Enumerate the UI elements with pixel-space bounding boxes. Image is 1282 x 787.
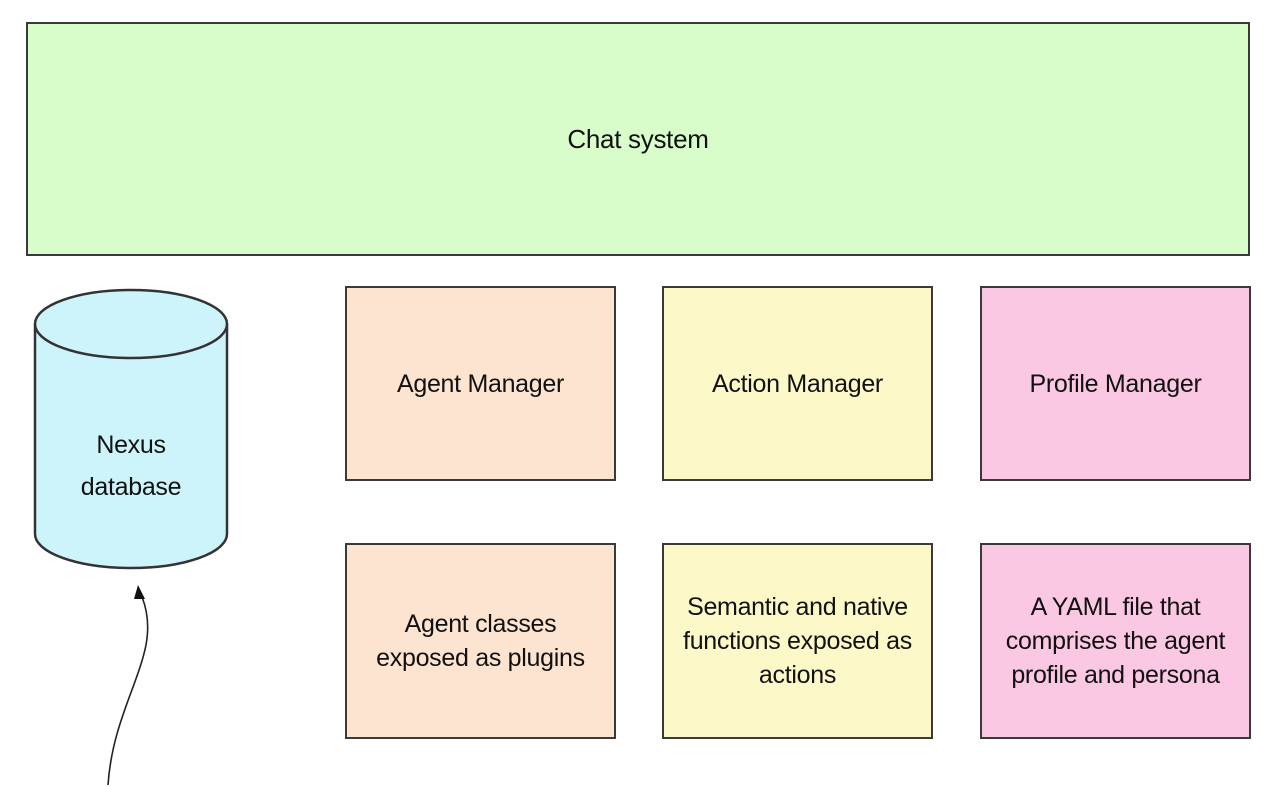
action-manager-label: Action Manager: [712, 369, 883, 398]
semantic-native-functions-label: Semantic and native functions exposed as…: [683, 593, 912, 689]
arrowhead-icon: [134, 585, 145, 599]
agent-classes-box: Agent classes exposed as plugins: [345, 543, 616, 739]
nexus-database-cylinder: Nexus database: [32, 286, 230, 572]
chat-system-label: Chat system: [567, 124, 709, 154]
semantic-native-functions-box: Semantic and native functions exposed as…: [662, 543, 933, 739]
database-cylinder-icon: [33, 288, 229, 570]
nexus-database-label: Nexus database: [80, 431, 182, 501]
connector-line: [107, 596, 149, 786]
profile-manager-box: Profile Manager: [980, 286, 1251, 481]
chat-system-box: Chat system: [26, 22, 1250, 256]
agent-manager-label: Agent Manager: [396, 369, 565, 398]
agent-manager-box: Agent Manager: [345, 286, 616, 481]
agent-classes-label: Agent classes exposed as plugins: [376, 610, 585, 672]
profile-manager-label: Profile Manager: [1029, 369, 1202, 398]
yaml-profile-file-label: A YAML file that comprises the agent pro…: [1005, 593, 1226, 689]
database-connector-arrow: [107, 585, 149, 786]
action-manager-box: Action Manager: [662, 286, 933, 481]
yaml-profile-file-box: A YAML file that comprises the agent pro…: [980, 543, 1251, 739]
